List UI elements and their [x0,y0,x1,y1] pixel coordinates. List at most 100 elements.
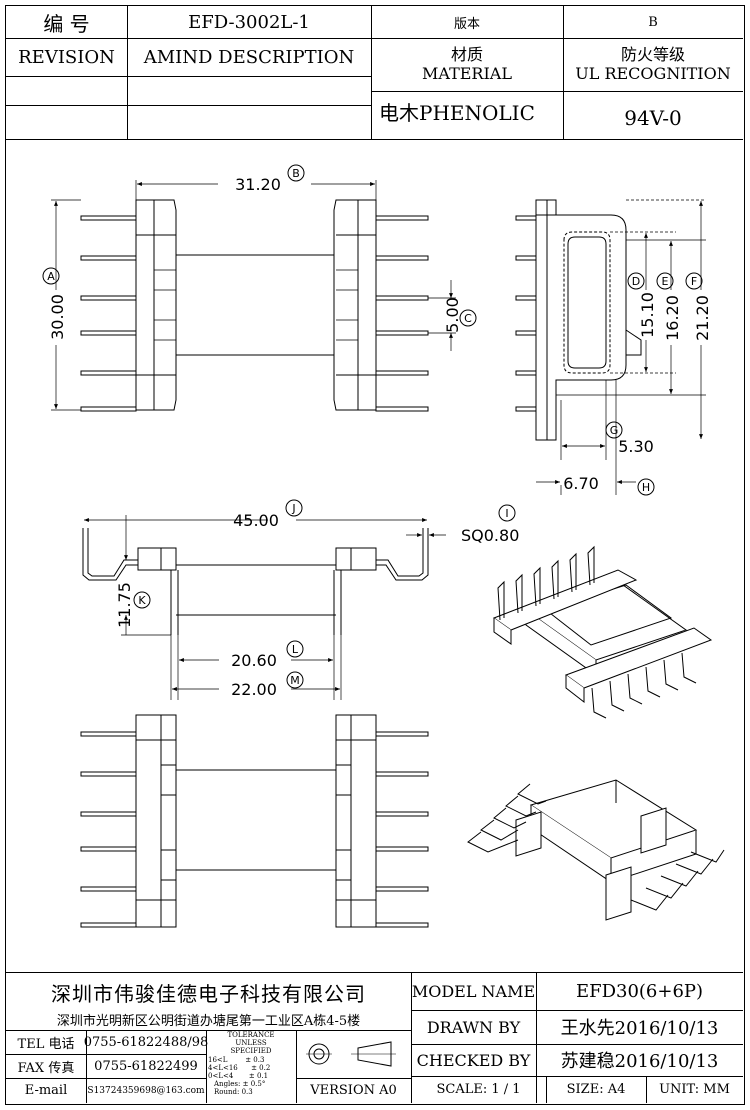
tolerance-title-3: SPECIFIED [230,1047,272,1056]
tel-value: 0755-61822488/98 [83,1034,209,1050]
marker-l: L [292,643,299,656]
drawn-by-value: 王水先2016/10/13 [560,1018,719,1039]
header-divider [371,6,372,139]
front-view [82,515,446,700]
amend-description-label: AMIND DESCRIPTION [143,46,355,68]
footer-rule [6,1078,206,1079]
tolerance-row: 16<L ± 0.3 [208,1055,265,1064]
version-value: B [648,14,658,30]
footer-divider [536,972,537,1103]
tel-label: TEL 电话 [17,1036,75,1052]
revision-label: REVISION [18,46,115,68]
material-value: 电木PHENOLIC [379,100,535,125]
header-rule [6,76,371,77]
footer-rule [6,1054,206,1055]
dim-g: 5.30 [618,437,654,456]
bottom-view [80,714,429,928]
marker-g-circle [605,421,623,439]
header-rule [371,91,743,92]
material-label-en: MATERIAL [422,63,512,83]
marker-g: G [610,424,619,437]
marker-m-circle [286,671,304,689]
dim-f: 21.20 [693,295,712,341]
footer-divider [86,1030,87,1103]
dim-j: 45.00 [233,511,279,530]
projection-symbol-icon [306,1041,396,1067]
marker-k: K [138,594,146,607]
tolerance-row: 4<L<16 ± 0.2 [208,1063,271,1072]
checked-by-label: CHECKED BY [416,1050,531,1070]
header-rule [6,105,371,106]
drawn-by-label: DRAWN BY [426,1017,521,1037]
tolerance-row: Angles: ± 0.5° [214,1080,266,1089]
dim-m: 22.00 [231,680,277,699]
marker-d: D [632,275,640,288]
fax-value: 0755-61822499 [94,1058,198,1074]
material-label-cn: 材质 [450,45,483,65]
footer-divider [206,1030,207,1103]
marker-m: M [290,674,300,687]
dim-d: 15.10 [638,292,657,338]
checked-by-value: 苏建稳2016/10/13 [560,1051,719,1072]
company-name: 深圳市伟骏佳德电子科技有限公司 [51,981,366,1006]
footer-divider [546,1076,547,1103]
tolerance-block: TOLERANCE UNLESS SPECIFIED 16<L ± 0.3 4<… [208,1031,294,1103]
marker-k-circle [133,591,151,609]
fire-rating-label-cn: 防火等级 [620,45,685,65]
marker-e: E [662,275,669,288]
footer-divider [646,1076,647,1103]
marker-d-circle [627,272,645,290]
dim-pin-pitch: 5.00 [443,297,462,333]
dim-i: SQ0.80 [461,526,519,545]
marker-e-circle [656,272,674,290]
footer-divider [296,1030,297,1103]
isometric-view-top [492,545,713,719]
header-divider [127,6,128,139]
footer-rule [411,1044,743,1045]
version-label: 版本 [453,16,480,32]
marker-f: F [691,275,697,288]
marker-i: I [505,507,508,520]
dim-overall-height: 30.00 [48,294,67,340]
header-divider [563,6,564,139]
marker-b-circle [287,164,305,182]
tolerance-title-1: TOLERANCE [227,1031,275,1039]
dim-e: 16.20 [663,295,682,341]
model-name-label: MODEL NAME [411,981,536,1001]
marker-h-circle [637,478,655,496]
marker-c: C [464,312,472,325]
code-value: EFD-3002L-1 [188,11,310,33]
footer-rule [296,1078,411,1079]
dim-l: 20.60 [231,651,277,670]
fire-rating-label: 防火等级 UL RECOGNITION [563,38,743,91]
side-view [515,199,706,495]
marker-a: A [47,270,55,283]
marker-f-circle [685,272,703,290]
dim-overall-width: 31.20 [235,175,281,194]
marker-h: H [642,481,650,494]
marker-b: B [292,167,300,180]
footer-divider [411,972,412,1103]
top-view [51,180,456,412]
dim-h: 6.70 [563,474,599,493]
unit-label: UNIT: MM [659,1082,730,1097]
scale-label: SCALE: 1 / 1 [436,1082,521,1097]
drawing-sheet: 编 号 EFD-3002L-1 版本 B REVISION AMIND DESC… [5,5,745,1105]
footer-rule [411,1010,743,1011]
technical-drawing: 31.20 B 30.00 A 5.00 C [42,164,725,928]
header-rule [6,38,743,39]
marker-i-circle [498,504,516,522]
email-value: S13724359698@163.com [87,1085,205,1096]
footer-rule [411,1076,743,1077]
fire-rating-label-en: UL RECOGNITION [575,63,731,83]
header-bottom-rule [6,139,743,140]
size-label: SIZE: A4 [566,1082,626,1097]
marker-j: J [291,502,295,515]
company-address: 深圳市光明新区公明街道办塘尾第一工业区A栋4-5楼 [56,1013,361,1029]
dim-k: 11.75 [115,582,134,628]
tolerance-row: 0<L<4 ± 0.1 [208,1072,269,1081]
marker-l-circle [286,640,304,658]
tolerance-title-2: UNLESS [235,1039,267,1048]
footer-rule [6,1030,411,1031]
material-label: 材质 MATERIAL [371,38,563,91]
